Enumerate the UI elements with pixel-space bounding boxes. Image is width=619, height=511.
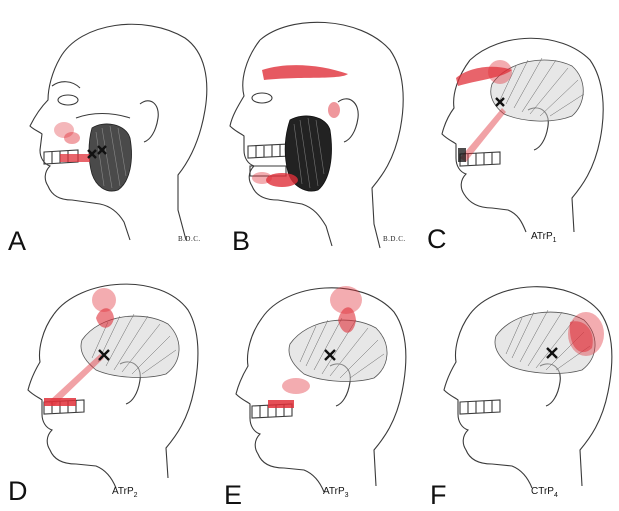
label-subscript: 3 xyxy=(345,492,349,499)
trigger-point-label: ATrP3 xyxy=(323,487,349,499)
label-subscript: 4 xyxy=(554,492,558,499)
panel-letter-a: A xyxy=(8,228,26,255)
label-subscript: 1 xyxy=(553,237,557,244)
panel-letter-f: F xyxy=(430,482,447,509)
label-text: ATrP xyxy=(531,231,553,242)
label-text: ATrP xyxy=(323,486,345,497)
trigger-point-label: CTrP4 xyxy=(531,487,558,499)
trigger-point-label: ATrP2 xyxy=(112,487,138,499)
panel-letter-e: E xyxy=(224,482,242,509)
panel-letter-d: D xyxy=(8,478,28,505)
panel-letter-b: B xyxy=(232,228,250,255)
trigger-point-label: ATrP1 xyxy=(531,232,557,244)
panel-letter-c: C xyxy=(427,226,447,253)
label-subscript: 2 xyxy=(134,492,138,499)
artist-signature: B.D.C. xyxy=(383,236,406,243)
label-text: ATrP xyxy=(112,486,134,497)
artist-signature: B.D.C. xyxy=(178,236,201,243)
label-text: CTrP xyxy=(531,486,554,497)
